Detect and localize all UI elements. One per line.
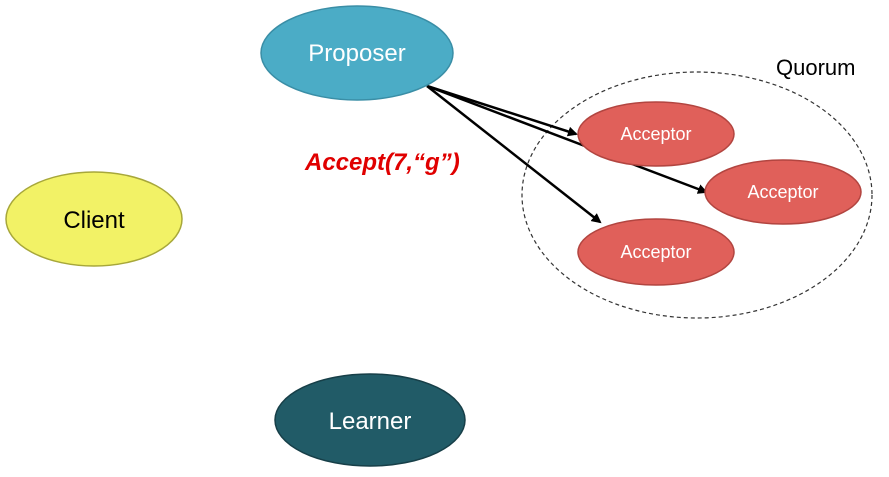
learner-shape xyxy=(274,373,466,467)
proposer-label: Proposer xyxy=(308,40,405,67)
acceptor-shape xyxy=(704,159,862,225)
learner-node[interactable]: Learner xyxy=(274,373,466,467)
acceptor-label: Acceptor xyxy=(747,182,818,202)
message-label: Accept(7,“g”) xyxy=(304,149,460,176)
proposer-node[interactable]: Proposer xyxy=(260,5,454,101)
proposer-shape xyxy=(260,5,454,101)
acceptor-label: Acceptor xyxy=(620,124,691,144)
acceptor-node-3[interactable]: Acceptor xyxy=(577,218,735,286)
quorum-label: Quorum xyxy=(776,55,855,80)
client-shape xyxy=(5,171,183,267)
acceptor-shape xyxy=(577,218,735,286)
acceptor-node-1[interactable]: Acceptor xyxy=(577,101,735,167)
acceptor-shape xyxy=(577,101,735,167)
client-label: Client xyxy=(63,207,125,234)
edge-proposer-acceptor-1 xyxy=(426,84,578,137)
quorum-boundary xyxy=(521,71,873,319)
acceptor-label: Acceptor xyxy=(620,242,691,262)
client-node[interactable]: Client xyxy=(5,171,183,267)
acceptor-node-2[interactable]: Acceptor xyxy=(704,159,862,225)
edge-proposer-acceptor-3 xyxy=(426,85,602,224)
learner-label: Learner xyxy=(329,408,412,435)
edges xyxy=(426,84,708,224)
edge-proposer-acceptor-2 xyxy=(426,84,708,194)
